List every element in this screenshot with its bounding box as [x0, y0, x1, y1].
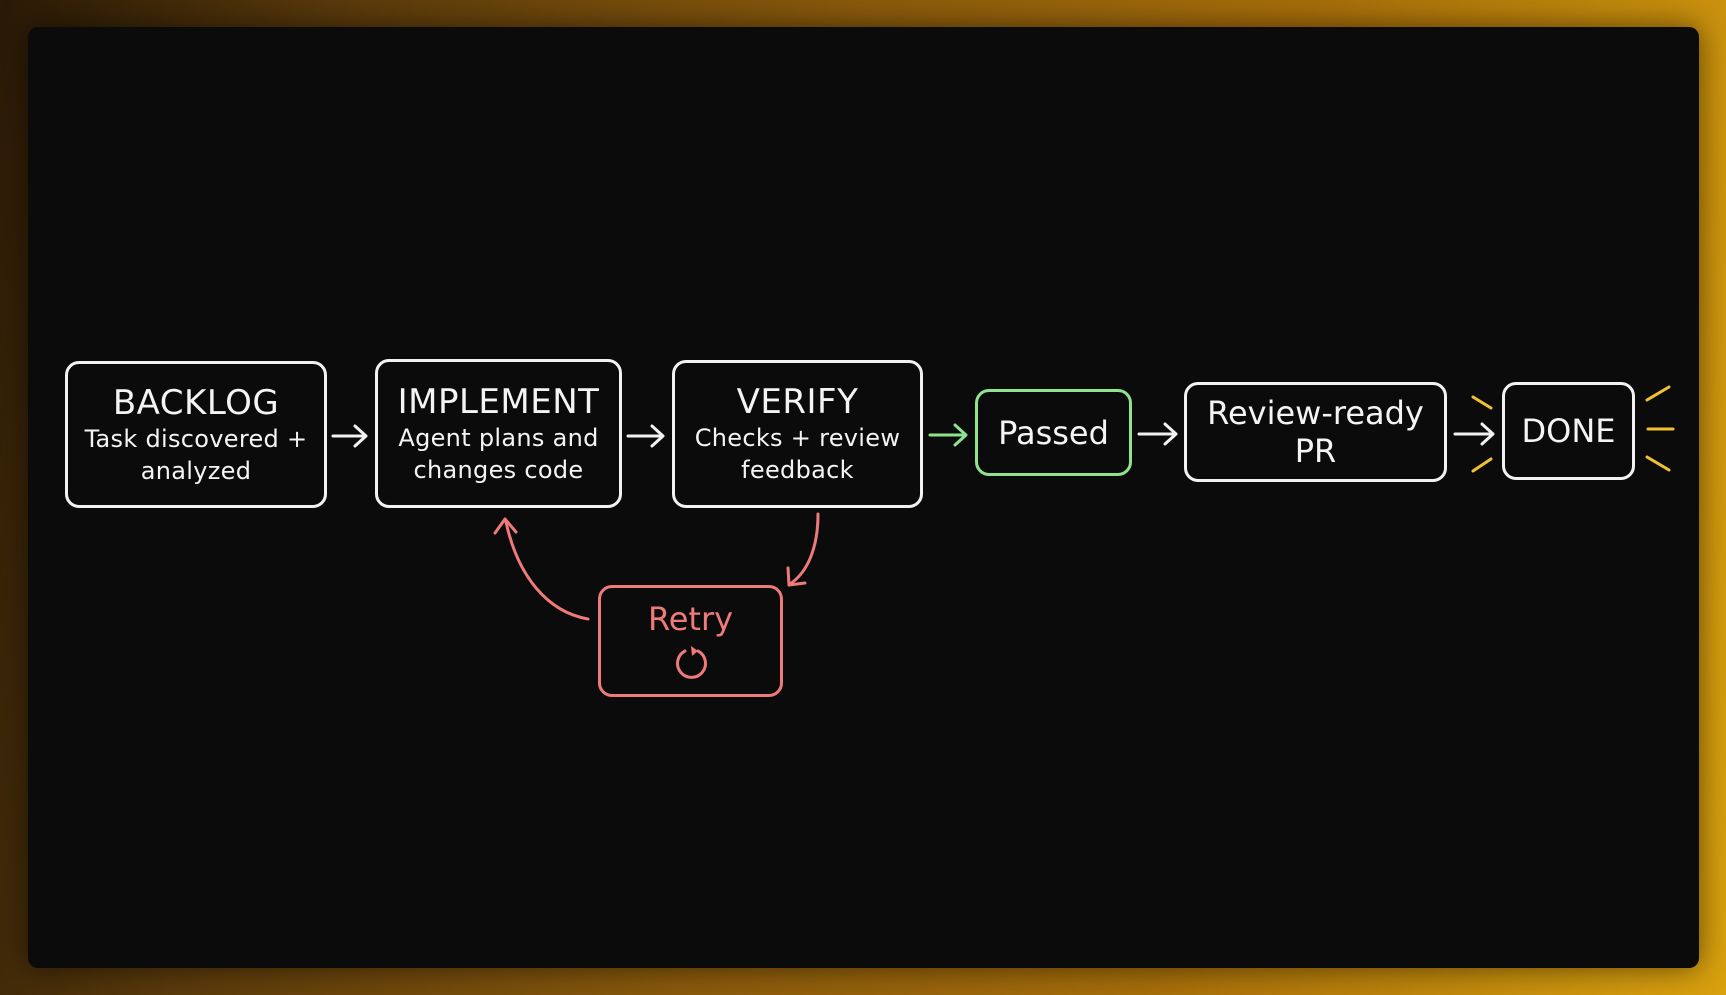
implement-desc-line2: changes code [413, 455, 584, 484]
verify-node: VERIFY Checks + review feedback [672, 360, 923, 508]
implement-node: IMPLEMENT Agent plans and changes code [375, 359, 622, 508]
backlog-title: BACKLOG [112, 382, 280, 423]
implement-title: IMPLEMENT [397, 381, 600, 422]
diagram-canvas: BACKLOG Task discovered + analyzed IMPLE… [28, 27, 1699, 968]
verify-desc-line1: Checks + review [694, 424, 901, 452]
done-node: DONE [1502, 382, 1635, 480]
backlog-node: BACKLOG Task discovered + analyzed [65, 361, 327, 508]
arrow-verify-to-retry [786, 512, 820, 587]
arrow-backlog-to-implement [331, 424, 368, 448]
done-sparkles-left [1471, 395, 1493, 473]
implement-desc-line1: Agent plans and [398, 423, 599, 452]
arrow-verify-to-passed [928, 423, 968, 447]
review-ready-pr-label: Review-ready PR [1207, 394, 1424, 470]
arrow-implement-to-verify [626, 424, 665, 448]
passed-label: Passed [998, 413, 1109, 452]
done-sparkles-right [1645, 385, 1675, 472]
retry-label: Retry [647, 600, 734, 638]
arrow-passed-to-review [1137, 422, 1178, 446]
done-label: DONE [1521, 412, 1616, 450]
arrow-review-to-done [1453, 422, 1495, 446]
retry-node: Retry [598, 585, 783, 697]
arrow-retry-to-implement [493, 517, 590, 621]
review-ready-pr-node: Review-ready PR [1184, 382, 1447, 482]
verify-desc-line2: feedback [741, 456, 854, 484]
backlog-desc-line1: Task discovered + [84, 424, 308, 453]
backlog-desc-line2: analyzed [140, 456, 252, 485]
refresh-icon [675, 646, 707, 679]
verify-title: VERIFY [736, 382, 859, 422]
passed-node: Passed [975, 389, 1132, 476]
